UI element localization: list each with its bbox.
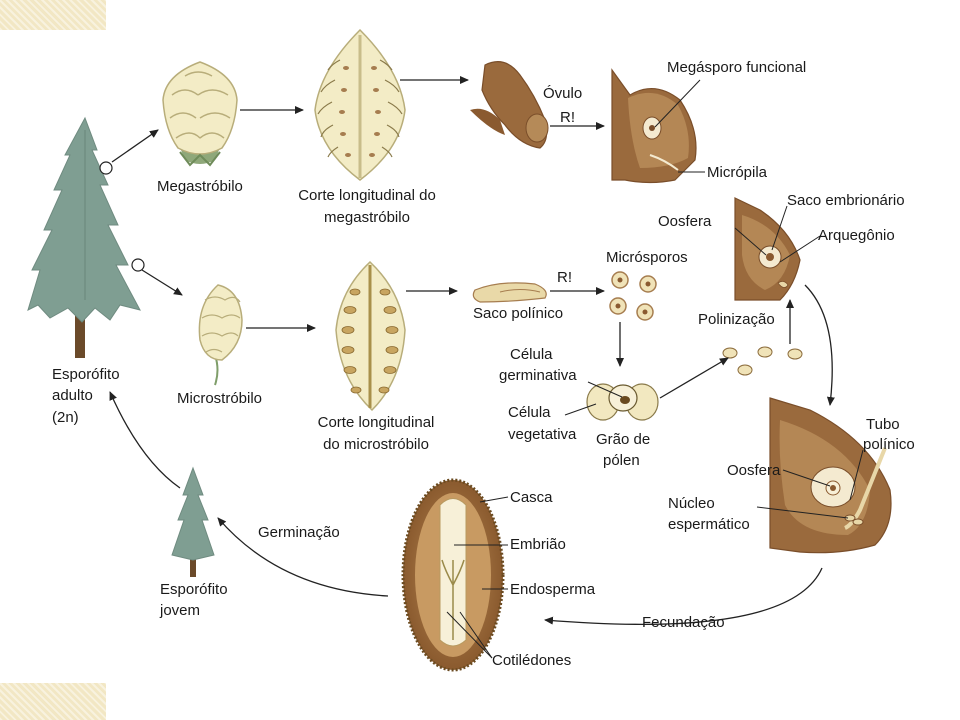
label-saco-polinico: Saco polínico [473,305,564,322]
label-celula-vegetativa-line1: Célula [508,404,551,421]
label-megasporo-funcional: Megásporo funcional [667,59,807,76]
archegonium-ovule-illustration [734,197,801,301]
ovule-section-illustration [611,68,697,184]
microstrobilo-illustration [198,284,243,386]
label-corte-mega-line2: megastróbilo [324,209,410,226]
label-leader-lines [446,79,864,659]
young-sporophyte-tree [171,466,215,577]
label-esporofito-adulto-line2: adulto [52,387,93,404]
label-nucleo-espermatico-line2: espermático [668,516,750,533]
pollen-grain-illustration [586,383,659,421]
label-fecundacao: Fecundação [642,614,725,631]
label-grao-polen-line1: Grão de [596,431,651,448]
label-tubo-polinico-line2: polínico [863,436,915,453]
label-germinacao: Germinação [258,524,340,541]
label-esporofito-jovem-line1: Esporófito [160,581,228,598]
cycle-arrows [109,76,835,625]
label-celula-vegetativa-line2: vegetativa [508,426,577,443]
label-r-mega: R! [560,109,575,126]
label-corte-micro-line2: do microstróbilo [323,436,429,453]
label-ovulo: Óvulo [543,85,583,102]
label-tubo-polinico-line1: Tubo [866,416,900,433]
label-celula-germinativa-line2: germinativa [499,367,577,384]
microspores-illustration [609,271,657,321]
slide-corner-decoration [0,0,106,30]
lower-branch-marker [131,258,145,272]
ovule-scale-illustration [470,61,549,149]
label-esporofito-adulto-line3: (2n) [52,409,79,426]
upper-branch-marker [99,161,113,175]
label-cotiledones: Cotilédones [492,652,572,669]
label-polinizacao: Polinização [698,311,775,328]
label-megastrobilo: Megastróbilo [157,178,243,195]
label-oosfera-top: Oosfera [658,213,712,230]
label-nucleo-espermatico-line1: Núcleo [668,495,715,512]
label-endosperma: Endosperma [510,581,596,598]
fertilization-ovule-illustration [769,397,892,554]
label-casca: Casca [510,489,553,506]
seed-illustration [401,478,505,672]
label-esporofito-adulto-line1: Esporófito [52,366,120,383]
pollen-sac-illustration [472,282,547,303]
slide-corner-decoration [0,683,106,720]
label-corte-mega-line1: Corte longitudinal do [298,187,436,204]
pollination-grains-illustration [722,346,803,376]
label-micropila: Micrópila [707,164,768,181]
adult-sporophyte-tree [27,116,141,358]
megastrobilo-section-illustration [314,28,406,181]
label-grao-polen-line2: pólen [603,452,640,469]
label-celula-germinativa-line1: Célula [510,346,553,363]
label-embriao: Embrião [510,536,566,553]
label-arquegonio: Arquegônio [818,227,895,244]
megastrobilo-illustration [162,61,238,167]
label-esporofito-jovem-line2: jovem [160,602,201,619]
label-microsporos: Micrósporos [606,249,688,266]
label-oosfera-bottom: Oosfera [727,462,781,479]
microstrobilo-section-illustration [335,260,406,412]
label-corte-micro-line1: Corte longitudinal [317,414,435,431]
label-saco-embrionario: Saco embrionário [787,192,905,209]
label-r-micro: R! [557,269,572,286]
label-microstrobilo: Microstróbilo [177,390,263,407]
